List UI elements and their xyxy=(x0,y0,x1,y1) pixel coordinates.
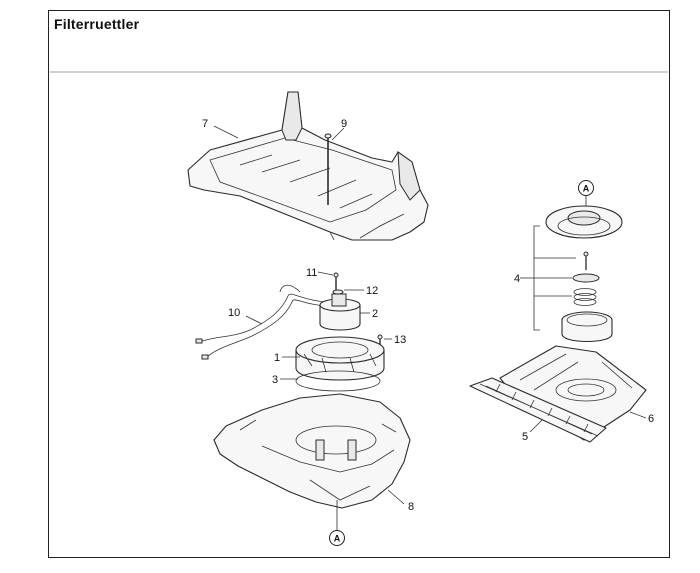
page-title: Filterruettler xyxy=(54,16,140,32)
part-4-spring xyxy=(573,288,597,306)
marker-a-bottom: A xyxy=(329,530,345,546)
marker-a-bottom-label: A xyxy=(334,534,341,544)
part-5-filter xyxy=(469,377,607,443)
leader-lines xyxy=(213,125,647,505)
part-4-ring xyxy=(561,311,613,342)
part-11-screw xyxy=(333,272,339,290)
part-4-upper-disc xyxy=(545,205,623,239)
diagram-frame xyxy=(48,10,670,558)
callout-1: 1 xyxy=(274,352,280,364)
callout-6: 6 xyxy=(648,413,654,425)
part-12-washer xyxy=(332,289,344,295)
callout-9: 9 xyxy=(341,118,347,130)
part-4-screw xyxy=(583,251,589,270)
part-9-screw xyxy=(324,133,332,205)
part-2-motor xyxy=(319,293,361,331)
marker-a-top-label: A xyxy=(583,184,590,194)
callout-11: 11 xyxy=(306,267,317,279)
callout-7: 7 xyxy=(202,118,208,130)
part-7-top-cover xyxy=(187,91,429,241)
callout-2: 2 xyxy=(372,308,378,320)
callout-8: 8 xyxy=(408,501,414,513)
part-4-washer xyxy=(572,273,600,283)
part-8-base-housing xyxy=(213,393,411,509)
callout-10: 10 xyxy=(228,307,240,319)
callout-3: 3 xyxy=(272,374,278,386)
callout-5: 5 xyxy=(522,431,528,443)
part-3-gasket xyxy=(295,370,381,392)
part-10-cable xyxy=(195,284,327,360)
marker-a-top: A xyxy=(578,180,594,196)
callout-4: 4 xyxy=(514,273,520,285)
callout-12: 12 xyxy=(366,285,378,297)
callout-13: 13 xyxy=(394,334,406,346)
